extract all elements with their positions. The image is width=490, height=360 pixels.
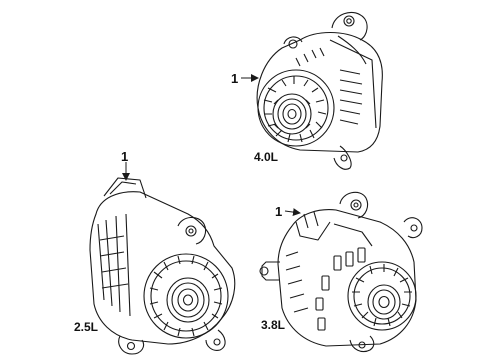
engine-label-4-0l: 4.0L — [254, 150, 279, 164]
callout-number-4-0l: 1 — [231, 71, 239, 86]
alternator-4-0l-drawing — [256, 11, 383, 170]
callout-arrow-c — [284, 208, 301, 217]
callout-number-3-8l: 1 — [275, 204, 283, 219]
callout-number-2-5l: 1 — [121, 149, 129, 164]
engine-label-2-5l: 2.5L — [74, 320, 99, 334]
alternator-2-5l-drawing — [89, 177, 236, 355]
alternator-3-8l-drawing — [259, 191, 423, 353]
engine-label-3-8l: 3.8L — [261, 318, 286, 332]
